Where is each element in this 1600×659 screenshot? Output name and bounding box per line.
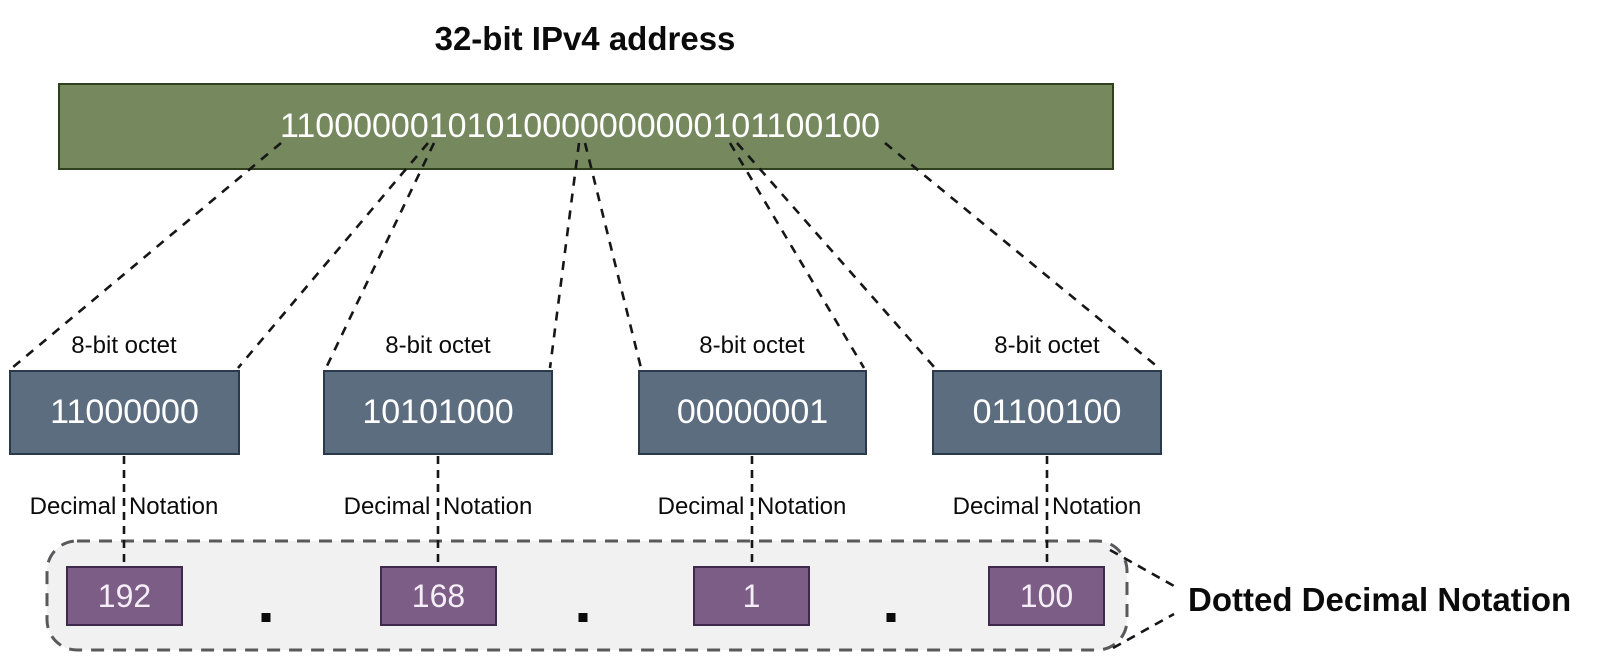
decimal-notation-label-1: Decimal Notation	[29, 493, 219, 520]
separator-dot-3: .	[886, 613, 896, 622]
separator-dot-2: .	[578, 613, 588, 622]
octet-binary-box-2: 10101000	[323, 370, 553, 455]
decimal-notation-label-3: Decimal Notation	[657, 493, 847, 520]
fan-line-octet2-left	[324, 142, 436, 369]
decimal-notation-label-4: Decimal Notation	[952, 493, 1142, 520]
decimal-notation-label-2: Decimal Notation	[343, 493, 533, 520]
octet-label-3: 8-bit octet	[699, 332, 805, 359]
dotted-decimal-notation-label: Dotted Decimal Notation	[1188, 581, 1572, 618]
decimal-value-box-4: 100	[988, 566, 1105, 626]
binary-address-bar: 11000000101010000000000101100100	[58, 83, 1114, 170]
fan-line-octet1-right	[237, 142, 429, 369]
fan-line-octet1-left	[11, 142, 282, 369]
octet-label-4: 8-bit octet	[994, 332, 1100, 359]
diagram-title: 32-bit IPv4 address	[434, 20, 736, 57]
fan-line-octet4-right	[884, 141, 1160, 370]
dotted-decimal-container	[45, 539, 1129, 652]
octet-binary-box-4: 01100100	[932, 370, 1162, 455]
octet-binary-box-1: 11000000	[9, 370, 240, 455]
decimal-value-box-3: 1	[693, 566, 810, 626]
octet-binary-box-3: 00000001	[638, 370, 867, 455]
chevron-bottom-line	[1112, 612, 1175, 650]
chevron-top-line	[1109, 548, 1175, 588]
fan-line-octet2-right	[548, 142, 581, 369]
fan-line-octet3-left	[583, 142, 643, 369]
binary-address-text: 11000000101010000000000101100100	[280, 107, 881, 145]
decimal-value-box-2: 168	[380, 566, 497, 626]
decimal-value-box-1: 192	[66, 566, 183, 626]
octet-label-1: 8-bit octet	[71, 332, 177, 359]
octet-label-2: 8-bit octet	[385, 332, 491, 359]
separator-dot-1: .	[261, 613, 271, 622]
